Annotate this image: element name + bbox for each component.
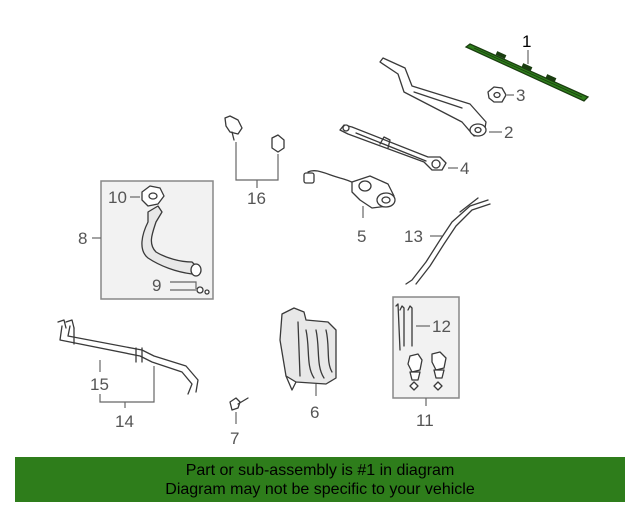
wiper-arm-part-2[interactable] (379, 57, 487, 137)
wiper-motor-part-5[interactable] (303, 170, 396, 209)
washer-hose-part-8[interactable] (141, 205, 202, 277)
bolt-part-7[interactable] (229, 397, 249, 411)
hose-clip-part-9[interactable] (196, 286, 210, 295)
washer-nozzle-part-16-right[interactable] (271, 134, 285, 153)
label-1: 1 (522, 32, 531, 51)
wiper-linkage-part-4[interactable] (339, 124, 447, 171)
box-nozzle-set (392, 296, 460, 399)
washer-reservoir-part-6[interactable] (279, 307, 337, 391)
label-6: 6 (310, 403, 319, 422)
washer-nozzle-part-11-left[interactable] (407, 353, 423, 391)
info-banner: Part or sub-assembly is #1 in diagram Di… (15, 457, 625, 502)
label-14: 14 (115, 412, 134, 431)
wiper-blade-part-1[interactable] (464, 43, 590, 102)
label-16: 16 (247, 189, 266, 208)
label-15: 15 (90, 375, 109, 394)
washer-cap-part-10[interactable] (141, 185, 165, 207)
label-13: 13 (404, 227, 423, 246)
label-11: 11 (416, 411, 434, 430)
label-5: 5 (357, 227, 366, 246)
washer-hose-part-12[interactable] (395, 303, 413, 351)
label-10: 10 (108, 188, 127, 207)
label-7: 7 (230, 429, 239, 448)
washer-nozzle-part-16-left[interactable] (224, 115, 243, 141)
banner-line-1: Part or sub-assembly is #1 in diagram (185, 462, 455, 479)
label-9: 9 (152, 276, 161, 295)
hose-assembly-part-14[interactable] (57, 319, 199, 395)
nut-part-3[interactable] (487, 86, 507, 103)
washer-nozzle-part-11-right[interactable] (431, 351, 447, 391)
washer-hose-part-13[interactable] (405, 197, 491, 285)
label-8: 8 (78, 229, 87, 248)
label-4: 4 (460, 159, 469, 178)
label-12: 12 (432, 317, 451, 336)
label-3: 3 (516, 86, 525, 105)
banner-line-2: Diagram may not be specific to your vehi… (165, 481, 475, 498)
label-2: 2 (504, 123, 513, 142)
